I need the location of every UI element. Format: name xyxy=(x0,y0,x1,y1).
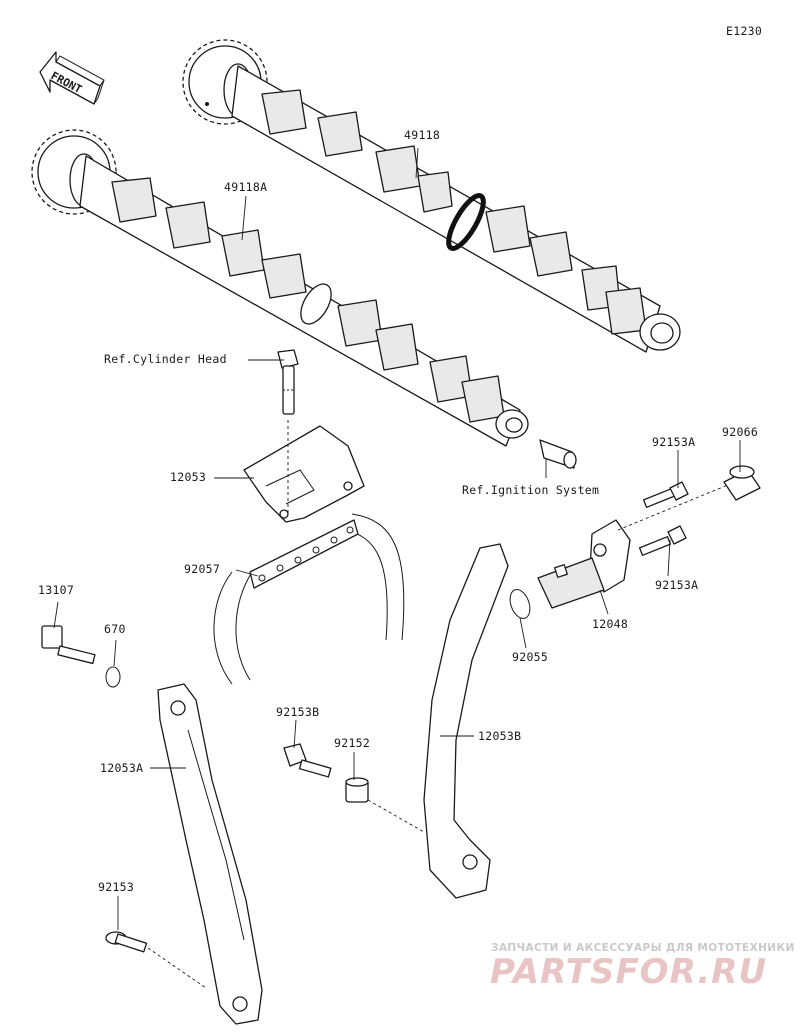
label-49118a[interactable]: 49118A xyxy=(224,180,268,194)
label-12053b[interactable]: 12053B xyxy=(478,729,522,743)
leader-lines xyxy=(53,147,741,930)
label-12053[interactable]: 12053 xyxy=(170,470,207,484)
label-49118[interactable]: 49118 xyxy=(404,128,441,142)
label-ref-ignition-system: Ref.Ignition System xyxy=(462,483,600,497)
intake-camshaft xyxy=(31,129,529,447)
tensioner-cap-bolt xyxy=(723,465,761,501)
label-92066[interactable]: 92066 xyxy=(722,425,759,439)
ignition-pickup-bolt xyxy=(539,439,577,469)
label-13107[interactable]: 13107 xyxy=(38,583,75,597)
label-12053a[interactable]: 12053A xyxy=(100,761,144,775)
chain-guide-12053a xyxy=(157,683,263,1025)
label-ref-cylinder-head: Ref.Cylinder Head xyxy=(104,352,227,366)
label-12048[interactable]: 12048 xyxy=(592,617,629,631)
label-92153a-top[interactable]: 92153A xyxy=(652,435,696,449)
camshaft-chain-guide-upper xyxy=(243,420,365,523)
front-arrow-icon: FRONT xyxy=(39,51,105,105)
watermark-caption: ЗАПЧАСТИ И АКСЕССУАРЫ ДЛЯ МОТОТЕХНИКИ xyxy=(491,942,795,954)
label-92057[interactable]: 92057 xyxy=(184,562,221,576)
label-92153a-bottom[interactable]: 92153A xyxy=(655,578,699,592)
label-670[interactable]: 670 xyxy=(104,622,126,636)
label-92055[interactable]: 92055 xyxy=(512,650,549,664)
watermark-logo: PARTSFOR.RU xyxy=(490,952,768,992)
exhaust-camshaft xyxy=(182,39,681,353)
o-ring-92055 xyxy=(509,589,531,619)
o-ring-670 xyxy=(105,666,121,688)
label-92153[interactable]: 92153 xyxy=(98,880,135,894)
chain-guide-12053b xyxy=(423,543,509,899)
tensioner-bolt-upper xyxy=(642,481,689,508)
chain-tensioner xyxy=(537,479,741,609)
bolt-92153b xyxy=(283,743,332,778)
label-92152[interactable]: 92152 xyxy=(334,736,371,750)
cylinder-head-bolt xyxy=(277,349,299,415)
diagram-code: E1230 xyxy=(726,24,763,38)
tensioner-bolt-lower xyxy=(638,525,687,556)
collar-92152 xyxy=(345,777,425,833)
timing-chain xyxy=(213,513,405,685)
bolt-13107 xyxy=(41,625,96,665)
bolt-92153 xyxy=(105,931,207,989)
label-92153b[interactable]: 92153B xyxy=(276,705,320,719)
